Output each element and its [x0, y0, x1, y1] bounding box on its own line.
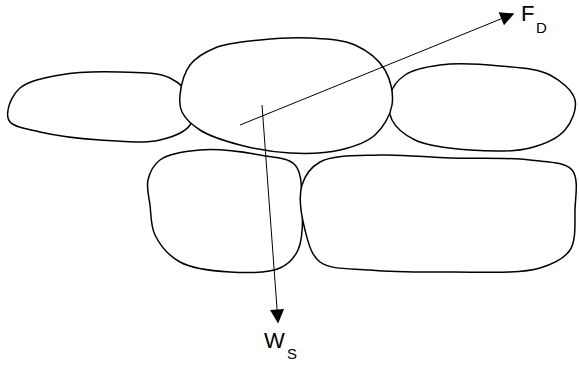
force-subscript: D	[536, 20, 547, 35]
stone-outline	[147, 150, 302, 273]
force-symbol: F	[521, 3, 534, 25]
stone-outline	[389, 64, 576, 151]
stone-outline	[8, 72, 194, 142]
stone-outline	[300, 155, 576, 272]
force-subscript: S	[287, 346, 297, 361]
drag-force-arrow	[240, 14, 513, 125]
stone-outline	[180, 38, 393, 154]
weight-force-arrow	[262, 105, 278, 322]
force-symbol: W	[264, 330, 285, 352]
